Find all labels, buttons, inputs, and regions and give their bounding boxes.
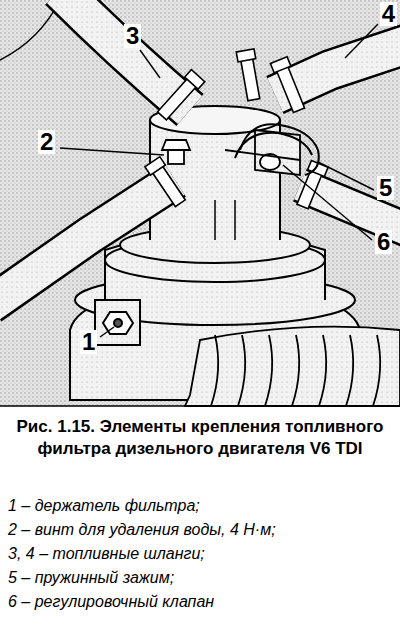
callout-number: 5 [377,176,394,200]
figure-caption: Рис. 1.15. Элементы крепления топливного… [15,416,385,460]
callout-number: 6 [375,230,392,254]
legend-item: 3, 4 – топливные шланги; [8,544,205,564]
drain-screw [162,140,190,164]
hose-clamps [145,49,328,210]
legend-item: 5 – пружинный зажим; [8,568,174,588]
legend-item: 2 – винт для удаления воды, 4 Н·м; [8,520,276,540]
callout-number: 4 [380,2,397,26]
legend-item: 6 – регулировочный клапан [8,592,214,612]
leader-lines [60,24,378,337]
callout-number: 1 [80,330,97,354]
spring-clip [235,124,319,175]
filter-holder [95,300,140,345]
fuel-hoses [0,0,400,305]
callout-number: 2 [38,130,55,154]
legend-item: 1 – держатель фильтра; [8,496,200,516]
callout-number: 3 [124,24,141,48]
corrugated-boot [185,327,400,406]
